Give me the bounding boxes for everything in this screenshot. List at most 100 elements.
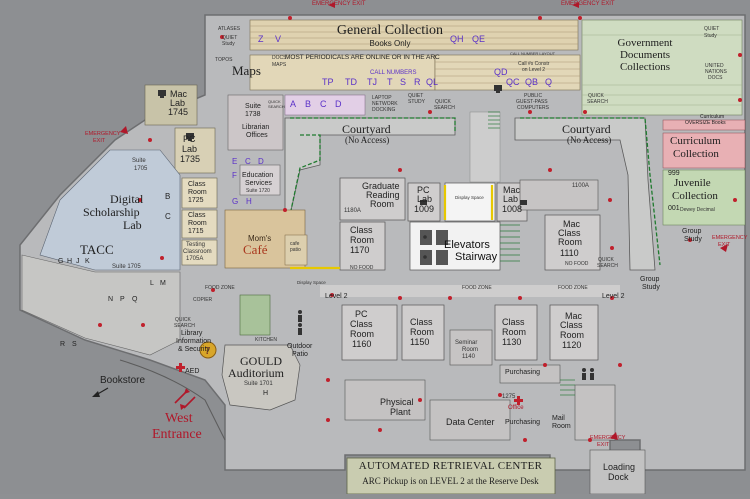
letter-qc: QC bbox=[506, 77, 520, 87]
letter-f-edu: F bbox=[232, 171, 237, 180]
gc-letter-qh: QH bbox=[450, 34, 464, 44]
maps-area bbox=[249, 54, 436, 91]
suite-1738-l2: 1738 bbox=[245, 111, 261, 118]
un-docs-l1: UNITED bbox=[705, 63, 724, 69]
physical-plant-l1: Physical bbox=[380, 397, 414, 407]
quick-search-4-l2: SEARCH bbox=[268, 104, 285, 109]
suite-1705-l1: Suite bbox=[132, 158, 146, 164]
general-collection-subtitle: Books Only bbox=[369, 39, 411, 48]
gould-l2: Auditorium bbox=[228, 366, 284, 380]
cafe-patio-l1: cafe bbox=[290, 241, 300, 247]
data-center-room bbox=[429, 399, 511, 441]
no-food-2: NO FOOD bbox=[565, 261, 589, 267]
restroom-icons bbox=[298, 235, 594, 380]
maps-label: Maps bbox=[232, 63, 261, 78]
mac-lab-l2: Lab bbox=[170, 98, 186, 108]
mac-lab-1008-l2: Lab bbox=[503, 194, 519, 204]
level-2-left: Level 2 bbox=[325, 293, 348, 300]
docs-maps-l2: MAPS bbox=[272, 62, 287, 68]
letter-n-sw: N bbox=[108, 296, 114, 303]
stacks-row2 bbox=[434, 54, 581, 91]
letter-k-sw: K bbox=[85, 258, 90, 265]
pc-class-1160-room bbox=[341, 304, 398, 361]
loading-dock-l1: Loading bbox=[603, 462, 636, 472]
computer-icons bbox=[158, 85, 527, 205]
pc-lab-1009-l3: 1009 bbox=[414, 204, 435, 214]
purchasing-2: Purchasing bbox=[505, 419, 541, 426]
class-1715-l1: Class bbox=[188, 212, 206, 219]
grad-reading-l1: Graduate bbox=[362, 181, 400, 191]
class-1150-room bbox=[401, 304, 445, 361]
class-1130-l1: Class bbox=[502, 317, 525, 327]
group-study-1-l1: Group bbox=[682, 228, 702, 235]
no-food-1: NO FOOD bbox=[350, 265, 374, 271]
class-1725-l3: 1725 bbox=[188, 197, 204, 204]
laptop-l2: NETWORK bbox=[372, 101, 398, 107]
letter-tp: TP bbox=[322, 77, 334, 87]
room-1100a-label: 1100A bbox=[572, 183, 589, 189]
quick-search-2-l2: SEARCH bbox=[587, 99, 608, 105]
seminar-l1: Seminar bbox=[455, 340, 478, 346]
public-computers-l2: GUEST-PASS bbox=[516, 99, 548, 105]
outdoor-patio-l2: Patio bbox=[292, 351, 308, 358]
west-entrance-arrowheads bbox=[180, 388, 190, 410]
quiet-study-2-l2: Study bbox=[704, 33, 717, 39]
emergency-left-l1: EMERGENCY bbox=[85, 131, 121, 137]
gould-l3: Suite 1701 bbox=[244, 381, 273, 387]
courtyard-right-l2: (No Access) bbox=[567, 135, 612, 145]
abcd-stacks bbox=[284, 94, 366, 116]
class-1150-l1: Class bbox=[410, 317, 433, 327]
education-l1: Education bbox=[242, 172, 274, 179]
cafe-patio-l2: patio bbox=[290, 247, 301, 253]
suite-1705b-label: Suite 1705 bbox=[112, 264, 141, 270]
mac-class-1110-l2: Class bbox=[558, 228, 581, 238]
class-1170-l2: Room bbox=[350, 235, 375, 245]
room-1275-label: 1275 bbox=[502, 394, 516, 400]
gov-shelves bbox=[582, 34, 742, 106]
curr-oversize-l1: Curriculum bbox=[700, 114, 725, 120]
gc-letter-qe: QE bbox=[472, 34, 486, 44]
elevators-l1: Elevators bbox=[444, 239, 490, 251]
quick-search-1-l1: QUICK bbox=[435, 99, 451, 105]
librarian-l2: Offices bbox=[246, 132, 268, 139]
letter-h-edu: H bbox=[246, 197, 252, 206]
emergency-right-l2: EXIT bbox=[718, 242, 731, 248]
call-numbers-label: CALL NUMBERS bbox=[370, 70, 417, 76]
quick-search-3-l1: QUICK bbox=[598, 257, 614, 263]
curriculum-oversize-area bbox=[662, 119, 746, 131]
moms-cafe-l1: Mom's bbox=[248, 234, 272, 243]
stairs-pattern bbox=[488, 111, 575, 396]
letter-c-lab: C bbox=[165, 212, 171, 221]
curriculum-l2: Collection bbox=[673, 148, 719, 160]
display-space-1: Display Space bbox=[455, 195, 484, 200]
testing-l2: Classroom bbox=[183, 249, 212, 255]
location-dots bbox=[98, 16, 742, 442]
info-icon-glyph: ? bbox=[205, 345, 210, 357]
mac-class-1110-l4: 1110 bbox=[560, 248, 579, 258]
pc-class-1160-l2: Class bbox=[350, 319, 373, 329]
quick-search-4-l1: QUICK bbox=[268, 99, 281, 104]
letter-s-sw: S bbox=[72, 341, 77, 348]
mac-class-1120-l2: Class bbox=[560, 320, 583, 330]
quiet-study-2-l1: QUIET bbox=[704, 26, 720, 32]
letter-q-sw: Q bbox=[132, 296, 138, 303]
cafe-patio-area bbox=[284, 234, 308, 266]
purchasing-1: Purchasing bbox=[505, 369, 541, 376]
letter-qd: QD bbox=[494, 67, 508, 77]
arc-pickup: ARC Pickup is on LEVEL 2 at the Reserve … bbox=[362, 476, 539, 486]
digital-scholarship-l2: Scholarship bbox=[83, 205, 140, 219]
periodicals-note: MOST PERIODICALS ARE ONLINE OR IN THE AR… bbox=[285, 54, 440, 61]
letter-g-edu: G bbox=[232, 197, 239, 206]
aed-label: AED bbox=[185, 368, 200, 375]
grad-reading-l3: Room bbox=[370, 199, 395, 209]
aed-icon bbox=[176, 363, 185, 372]
education-services-room bbox=[239, 164, 281, 196]
letter-g-sw: G bbox=[58, 258, 64, 265]
level-2-right: Level 2 bbox=[602, 293, 625, 300]
public-computers-l3: COMPUTERS bbox=[517, 105, 549, 111]
digital-scholarship-area bbox=[39, 149, 181, 271]
seminar-l2: Room bbox=[462, 347, 479, 353]
room-1180a-label: 1180A bbox=[344, 208, 361, 214]
